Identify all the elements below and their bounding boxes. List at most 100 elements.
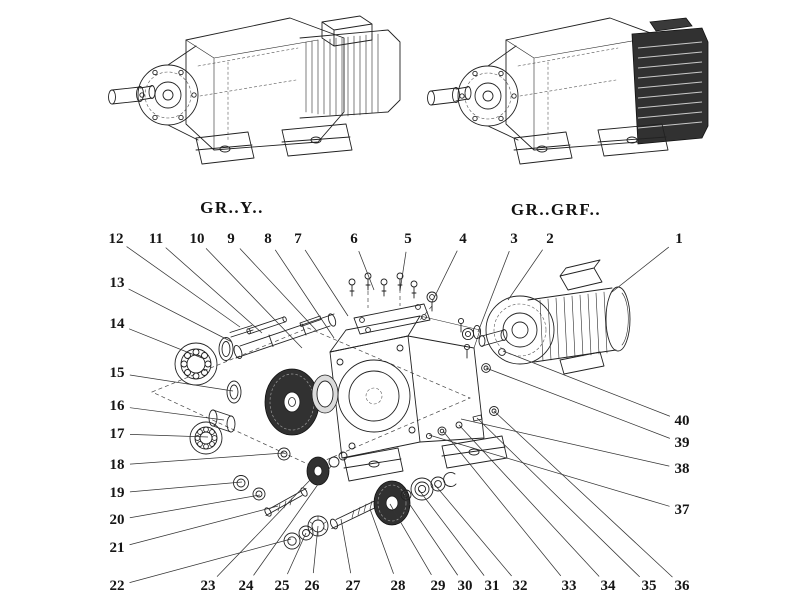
- leader-line-11: [165, 247, 263, 334]
- helical-gear-large: [264, 368, 320, 436]
- leader-line-35: [476, 417, 640, 578]
- gear-ring: [311, 374, 339, 414]
- exploded-view: [151, 259, 631, 550]
- leader-line-6: [358, 250, 375, 291]
- callout-number-15: 15: [110, 365, 125, 381]
- callout-number-6: 6: [350, 231, 358, 247]
- gr-y-motor: [299, 15, 401, 119]
- callout-number-13: 13: [110, 275, 125, 291]
- callout-number-5: 5: [404, 231, 412, 247]
- leader-line-30: [403, 495, 459, 576]
- leader-line-18: [129, 452, 285, 465]
- gear-small-23: [306, 456, 330, 486]
- leader-line-19: [129, 481, 243, 493]
- leader-line-14: [128, 328, 203, 359]
- callout-number-24: 24: [239, 578, 255, 594]
- bearing-27: [307, 515, 329, 537]
- callout-number-33: 33: [562, 578, 577, 594]
- callout-number-35: 35: [642, 578, 657, 594]
- leader-line-21: [129, 505, 279, 546]
- leader-line-15: [129, 374, 234, 392]
- leader-line-12: [126, 246, 241, 328]
- ball-bearing-small: [189, 421, 223, 455]
- callout-number-40: 40: [675, 413, 690, 429]
- callout-number-11: 11: [149, 231, 163, 247]
- leader-line-25: [287, 532, 307, 575]
- leader-line-3: [477, 250, 510, 333]
- callout-number-8: 8: [264, 231, 272, 247]
- gr-y-feet: [195, 123, 353, 165]
- assembly-drawing-gr-grf: [427, 17, 709, 165]
- leader-line-38: [460, 418, 670, 467]
- callout-number-7: 7: [294, 231, 302, 247]
- leader-line-26: [312, 525, 319, 574]
- leader-line-34: [458, 424, 600, 577]
- leader-line-17: [129, 434, 209, 438]
- leader-line-36: [493, 410, 673, 578]
- leader-line-5: [399, 251, 407, 292]
- leader-line-13: [128, 288, 233, 343]
- callout-number-4: 4: [459, 231, 467, 247]
- callout-number-9: 9: [227, 231, 235, 247]
- callout-number-31: 31: [485, 578, 500, 594]
- leader-line-29: [389, 503, 432, 575]
- callout-number-12: 12: [109, 231, 124, 247]
- callout-number-27: 27: [346, 578, 362, 594]
- variant-label-gr-y: GR..Y..: [200, 198, 264, 217]
- leader-line-32: [434, 484, 512, 577]
- washer-25: [283, 532, 301, 550]
- leader-line-24: [253, 465, 332, 576]
- ball-bearing-large: [174, 342, 218, 386]
- output-shaft: [233, 313, 337, 359]
- washer-20: [252, 487, 266, 501]
- leader-line-28: [369, 508, 394, 574]
- callout-number-17: 17: [110, 426, 126, 442]
- callout-number-32: 32: [513, 578, 528, 594]
- callout-number-39: 39: [675, 435, 690, 451]
- gr-grf-front-flange: [457, 45, 519, 141]
- washer-26: [298, 525, 314, 541]
- housing-top-cover: [353, 303, 431, 335]
- leader-line-7: [304, 249, 349, 317]
- bearing-31: [410, 477, 434, 501]
- input-bolts: [457, 317, 482, 359]
- callout-number-14: 14: [110, 316, 126, 332]
- electric-motor: [485, 259, 631, 375]
- gr-y-output-shaft: [108, 85, 156, 105]
- input-shaft-coupling: [478, 329, 508, 373]
- callout-number-38: 38: [675, 461, 690, 477]
- callout-number-20: 20: [110, 512, 125, 528]
- callout-number-30: 30: [458, 578, 473, 594]
- callout-number-28: 28: [391, 578, 406, 594]
- retaining-ring: [226, 380, 242, 404]
- housing-cover-bolts: [348, 272, 418, 299]
- callout-number-37: 37: [675, 502, 691, 518]
- alignment-dashed-lines: [151, 327, 471, 467]
- leader-line-8: [274, 249, 335, 339]
- callout-number-25: 25: [275, 578, 290, 594]
- callout-number-21: 21: [110, 540, 125, 556]
- pinion-shaft-small: [264, 487, 308, 517]
- leader-line-37: [428, 434, 670, 507]
- callout-number-22: 22: [110, 578, 125, 594]
- leader-line-10: [205, 248, 303, 349]
- callout-number-2: 2: [546, 231, 554, 247]
- leader-line-9: [239, 248, 317, 331]
- callout-number-1: 1: [675, 231, 683, 247]
- washer-18: [277, 447, 291, 461]
- washer-pair-19: [233, 475, 249, 491]
- washers-24: [328, 451, 348, 468]
- leader-line-22: [129, 538, 292, 583]
- gr-grf-cover-block: [631, 17, 709, 145]
- leader-line-31: [418, 489, 485, 576]
- gear-29: [373, 480, 411, 526]
- gr-grf-output-shaft: [427, 86, 472, 106]
- callout-number-18: 18: [110, 457, 125, 473]
- gr-y-front-flange: [137, 45, 199, 141]
- leader-line-27: [340, 518, 352, 574]
- callout-number-36: 36: [675, 578, 691, 594]
- callout-number-10: 10: [190, 231, 205, 247]
